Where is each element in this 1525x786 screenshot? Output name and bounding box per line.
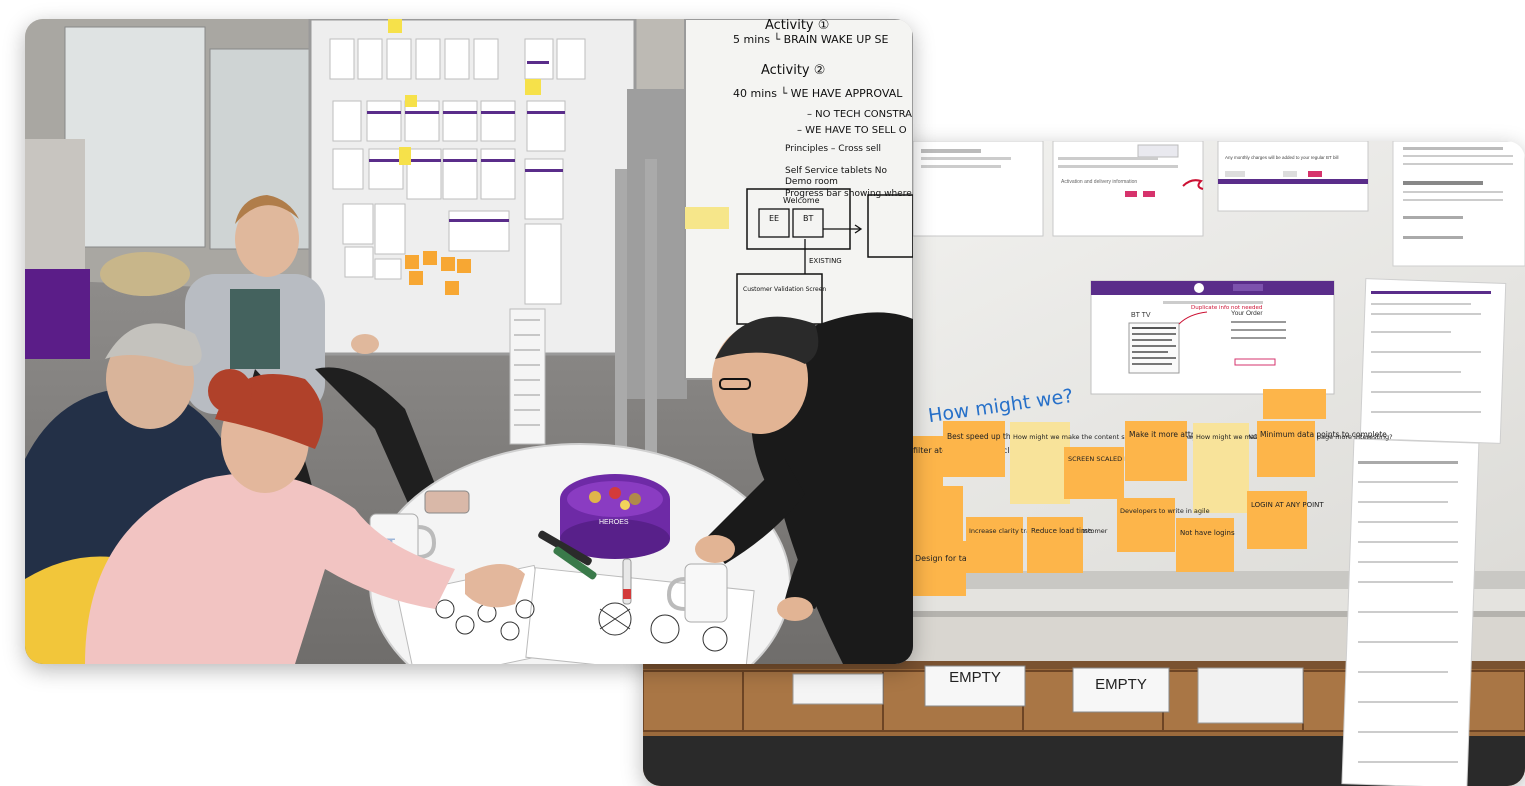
note-self-service: Self Service tablets No bbox=[785, 166, 888, 176]
sticky-login-any-point: LOGIN AT ANY POINT bbox=[1251, 501, 1324, 509]
duplicate-info-annotation: Duplicate info not needed bbox=[1191, 305, 1262, 311]
note-approval: 40 mins └ WE HAVE APPROVAL bbox=[733, 86, 903, 100]
note-activity-1: Activity ① bbox=[765, 19, 829, 33]
note-principles: Principles – Cross sell bbox=[785, 144, 881, 154]
note-progress: Progress bar showing where bbox=[785, 189, 912, 199]
sticky-minimum-data: Minimum data points to complete bbox=[1260, 430, 1387, 439]
markers bbox=[538, 530, 632, 605]
printed-bt-tv-screen: BT TV Your Order Duplicate info not need… bbox=[1090, 280, 1335, 395]
sticky-developers-agile: Developers to write in agile bbox=[1120, 507, 1210, 515]
sweets-tub: HEROES bbox=[560, 474, 670, 559]
drawer-label-2: EMPTY bbox=[1095, 676, 1147, 693]
mug-white bbox=[666, 563, 728, 623]
tub-label: HEROES bbox=[599, 519, 629, 526]
smartphone bbox=[424, 490, 470, 514]
drawer-label-1: EMPTY bbox=[949, 669, 1001, 686]
sticky-notes: filter ate messages to clicks Design for… bbox=[911, 389, 1393, 596]
photo-whiteboard-sticky-notes: EMPTY EMPTY Activation and delivery info… bbox=[643, 141, 1525, 786]
sticky-more-attractive: Make it more attractive? bbox=[1129, 430, 1221, 439]
note-no-tech: – NO TECH CONSTRAINTS bbox=[807, 109, 913, 120]
whiteboard-printouts bbox=[308, 19, 637, 445]
sticky-reduce-load: Reduce load time bbox=[1031, 527, 1092, 535]
person-pink-sweater bbox=[85, 369, 525, 664]
note-sell: – WE HAVE TO SELL O bbox=[797, 125, 907, 136]
person-black-shirt bbox=[695, 312, 913, 664]
diagram-welcome: Welcome bbox=[783, 196, 820, 205]
printed-screen-top-left: Activation and delivery information bbox=[912, 141, 1204, 237]
order-header: Your Order bbox=[1231, 310, 1263, 317]
long-printout-strip bbox=[1341, 141, 1525, 786]
diagram-existing: EXISTING bbox=[809, 257, 842, 265]
sticky-screen-scaled: SCREEN SCALED PROPERLY bbox=[1068, 455, 1157, 463]
note-brain-wake: 5 mins └ BRAIN WAKE UP SE bbox=[733, 32, 888, 46]
note-activity-2: Activity ② bbox=[761, 63, 825, 78]
photo-workshop-table: Activity ① 5 mins └ BRAIN WAKE UP SE Act… bbox=[25, 19, 913, 664]
sticky-no-logins: Not have logins bbox=[1180, 529, 1235, 537]
screen-title: BT TV bbox=[1131, 312, 1151, 319]
note-demo: Demo room bbox=[785, 177, 838, 187]
activation-snippet: Activation and delivery information bbox=[1061, 179, 1137, 185]
diagram-bt: BT bbox=[803, 214, 813, 223]
diagram-ee: EE bbox=[769, 214, 779, 223]
sticky-speed-up: Best speed up the sales process bbox=[947, 432, 1068, 441]
monthly-charges-snippet: Any monthly charges will be added to you… bbox=[1225, 155, 1338, 160]
diagram-customer-validation: Customer Validation Screen bbox=[743, 286, 826, 293]
sticky-design-tablet: Design for tablet first bbox=[915, 554, 1000, 563]
